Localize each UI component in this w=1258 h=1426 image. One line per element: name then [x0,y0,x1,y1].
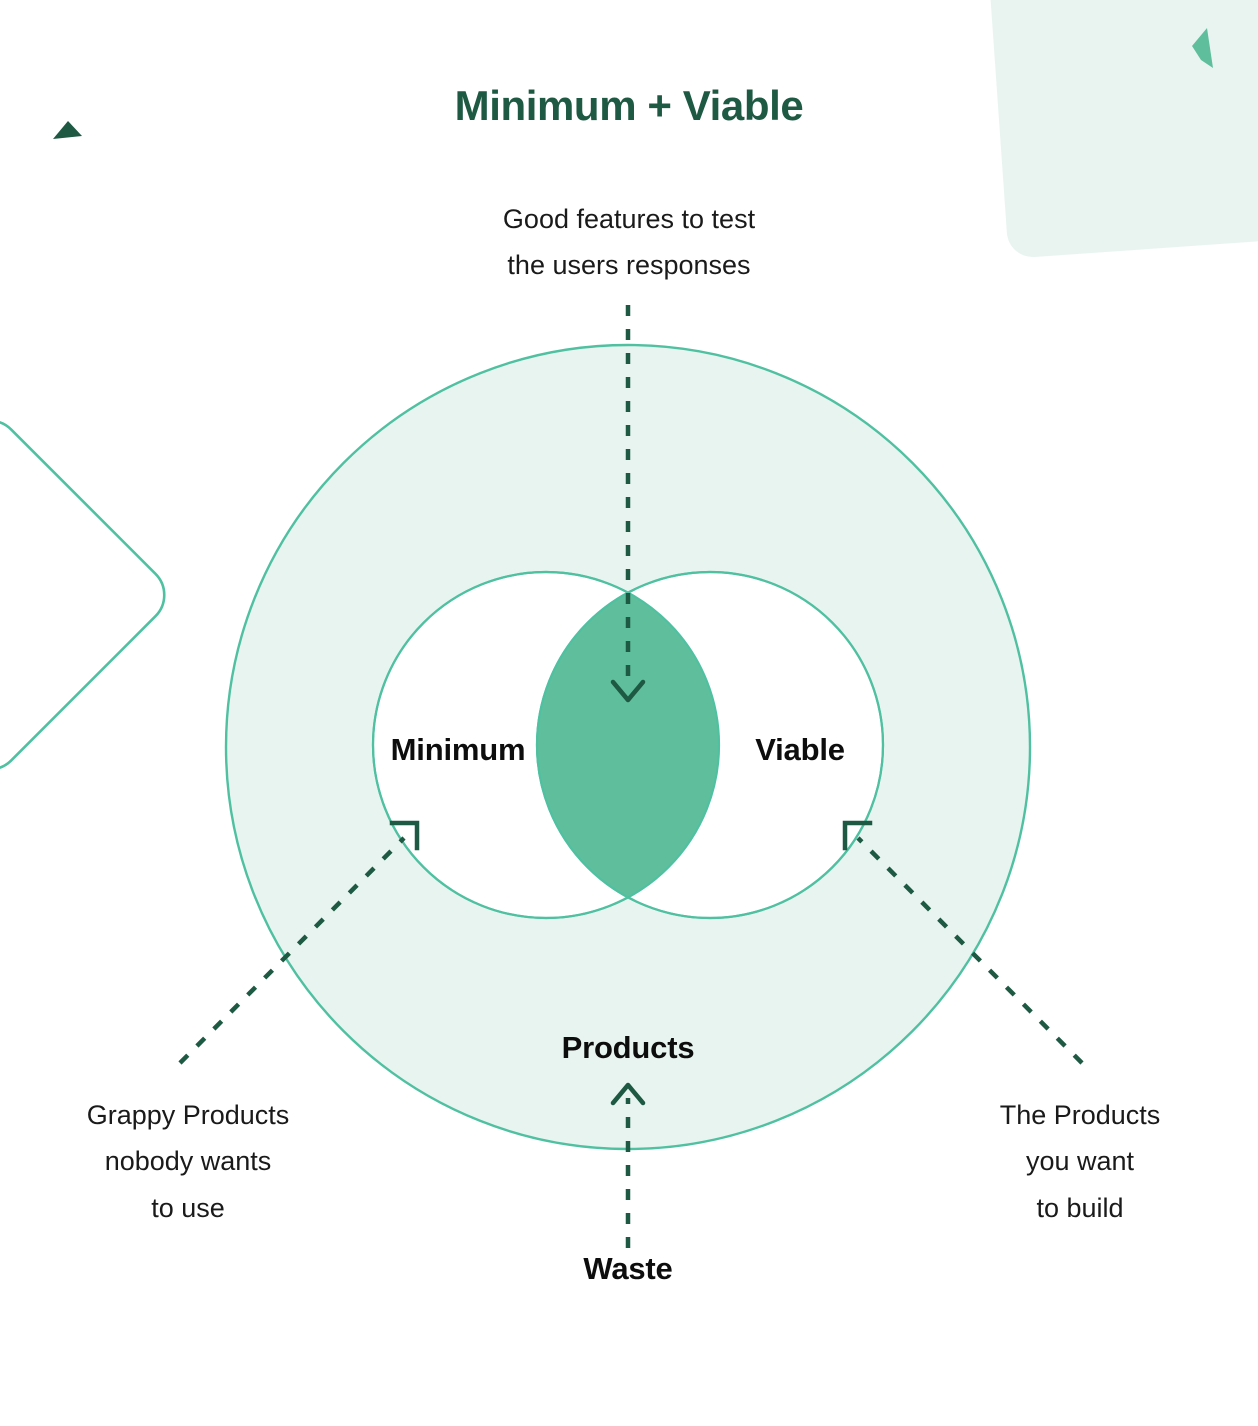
page-title: Minimum + Viable [454,82,804,129]
callout-good-features: Good features to test the users response… [502,204,756,281]
right-annotation-arrow [842,820,1084,1065]
label-products: Products [561,1030,695,1065]
label-viable: Viable [755,732,845,767]
callout-products-you-want: The Products you want to build [999,1100,1161,1223]
callout-grappy-products: Grappy Products nobody wants to use [86,1100,290,1223]
waste-annotation-arrow [610,1082,646,1248]
left-annotation-arrow [178,820,420,1065]
label-minimum: Minimum [390,732,526,767]
intersection-lens [537,572,719,918]
label-waste: Waste [583,1251,673,1286]
top-annotation-arrow [610,305,646,703]
